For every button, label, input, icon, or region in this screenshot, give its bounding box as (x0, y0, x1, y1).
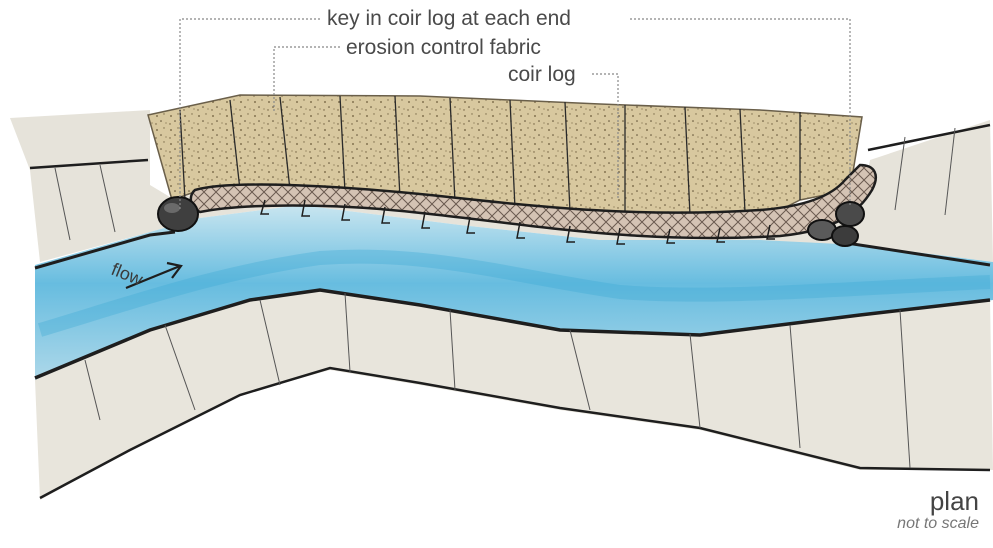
left-end-rock (158, 197, 198, 231)
label-key-in-coir-log: key in coir log at each end (327, 8, 571, 29)
label-not-to-scale: not to scale (897, 515, 979, 533)
label-coir-log: coir log (508, 64, 576, 85)
label-plan: plan (930, 486, 979, 517)
label-erosion-control-fabric: erosion control fabric (346, 37, 541, 58)
